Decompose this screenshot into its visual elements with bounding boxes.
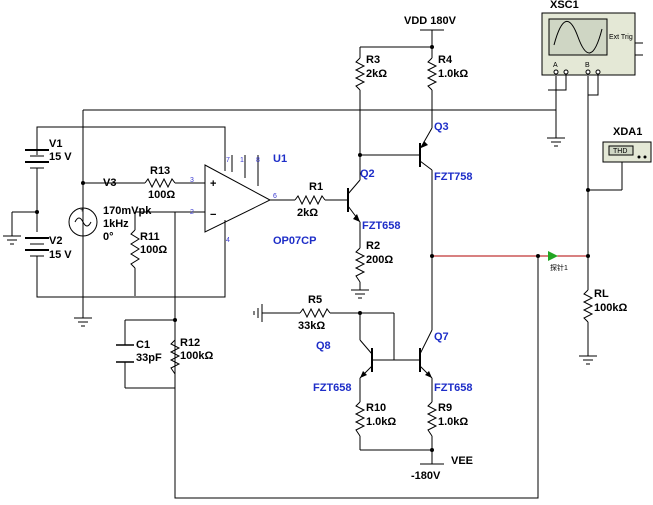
- svg-text:R1: R1: [309, 181, 323, 193]
- svg-text:1.0kΩ: 1.0kΩ: [438, 416, 468, 428]
- svg-text:XDA1: XDA1: [613, 126, 642, 138]
- svg-text:FZT658: FZT658: [434, 382, 473, 394]
- resistor-r3: R3 2kΩ: [354, 54, 387, 91]
- svg-text:RL: RL: [594, 288, 609, 300]
- svg-text:Q2: Q2: [360, 168, 375, 180]
- battery-v2: V2 15 V: [25, 235, 72, 297]
- distortion-analyzer-xda1[interactable]: XDA1 THD: [602, 126, 652, 163]
- svg-text:FZT658: FZT658: [362, 220, 401, 232]
- resistor-r5: R5 33kΩ: [298, 294, 331, 332]
- transistor-q3: Q3 FZT758: [415, 121, 473, 183]
- v3-amplitude: 170mVpk: [103, 205, 152, 217]
- v3-freq: 1kHz: [103, 218, 129, 230]
- opamp-name: U1: [273, 153, 287, 165]
- svg-text:B: B: [585, 62, 590, 69]
- svg-text:4: 4: [226, 237, 230, 244]
- svg-text:−: −: [210, 209, 216, 221]
- v3-name: V3: [103, 177, 116, 189]
- junction-dots: [35, 45, 590, 452]
- svg-text:2kΩ: 2kΩ: [297, 207, 318, 219]
- vee-source: VEE -180V: [411, 455, 473, 482]
- v2-value: 15 V: [49, 249, 72, 261]
- svg-text:Q7: Q7: [434, 331, 449, 343]
- opamp-u1: + − 3 2 7 1 8 4 6 U1 OP07CP: [190, 153, 316, 247]
- svg-text:THD: THD: [613, 148, 627, 155]
- svg-text:R9: R9: [438, 402, 452, 414]
- svg-text:探针1: 探针1: [550, 263, 568, 272]
- resistor-r10: R10 1.0kΩ: [354, 401, 396, 437]
- svg-text:100Ω: 100Ω: [140, 244, 167, 256]
- vee-value: -180V: [411, 470, 441, 482]
- svg-text:A: A: [553, 62, 558, 69]
- vdd-label: VDD 180V: [404, 15, 457, 27]
- svg-text:R5: R5: [308, 294, 322, 306]
- svg-text:+: +: [80, 207, 84, 214]
- capacitor-c1: C1 33pF: [116, 339, 162, 364]
- transistor-q2: Q2 FZT658: [347, 168, 401, 232]
- ground-icon: [351, 289, 369, 299]
- svg-text:+: +: [210, 178, 216, 190]
- svg-text:200Ω: 200Ω: [366, 254, 393, 266]
- svg-text:Q3: Q3: [434, 121, 449, 133]
- svg-text:R13: R13: [150, 165, 170, 177]
- ground-icon: [253, 304, 263, 322]
- wires: [11, 30, 623, 499]
- svg-text:R11: R11: [140, 231, 160, 243]
- vdd-source: VDD 180V: [404, 15, 457, 31]
- resistor-r2: R2 200Ω: [354, 240, 393, 283]
- resistor-r9: R9 1.0kΩ: [426, 401, 468, 437]
- opamp-part: OP07CP: [273, 235, 316, 247]
- v2-name: V2: [49, 235, 62, 247]
- svg-text:Ext Trig: Ext Trig: [609, 34, 633, 41]
- svg-text:XSC1: XSC1: [550, 0, 579, 11]
- svg-text:Q8: Q8: [316, 340, 331, 352]
- transistor-q8: Q8 FZT658: [313, 339, 377, 394]
- svg-text:7: 7: [226, 157, 230, 164]
- svg-text:1: 1: [240, 157, 244, 164]
- svg-text:R4: R4: [438, 54, 453, 66]
- probe-marker[interactable]: 探针1: [548, 251, 568, 272]
- v3-phase: 0°: [103, 231, 114, 243]
- ground-icon: [579, 355, 597, 365]
- svg-text:2: 2: [190, 209, 194, 216]
- svg-text:3: 3: [190, 177, 194, 184]
- svg-text:R12: R12: [180, 337, 200, 349]
- resistor-r13: R13 100Ω: [144, 165, 176, 201]
- vee-label: VEE: [451, 455, 473, 467]
- svg-text:1.0kΩ: 1.0kΩ: [366, 416, 396, 428]
- resistor-rl: RL 100kΩ: [582, 288, 627, 323]
- ac-source-v3: + V3 170mVpk 1kHz 0°: [68, 177, 152, 243]
- resistor-r12: R12 100kΩ: [169, 337, 213, 375]
- oscilloscope-xsc1[interactable]: XSC1 Ext Trig A B: [541, 0, 643, 96]
- svg-text:100Ω: 100Ω: [148, 189, 175, 201]
- ground-icon: [547, 137, 565, 147]
- svg-text:R2: R2: [366, 240, 380, 252]
- svg-text:C1: C1: [136, 339, 150, 351]
- ground-icon: [3, 235, 21, 245]
- svg-text:FZT658: FZT658: [313, 382, 352, 394]
- svg-text:FZT758: FZT758: [434, 171, 473, 183]
- v1-value: 15 V: [49, 151, 72, 163]
- svg-text:33pF: 33pF: [136, 352, 162, 364]
- ground-icon: [74, 317, 92, 327]
- battery-v1: V1 15 V: [25, 127, 72, 212]
- svg-text:R3: R3: [366, 54, 380, 66]
- svg-text:6: 6: [273, 193, 277, 200]
- svg-text:2kΩ: 2kΩ: [366, 68, 387, 80]
- resistor-r1: R1 2kΩ: [294, 181, 326, 219]
- resistor-r11: R11 100Ω: [130, 229, 167, 269]
- svg-text:100kΩ: 100kΩ: [180, 350, 213, 362]
- svg-text:R10: R10: [366, 402, 386, 414]
- svg-text:100kΩ: 100kΩ: [594, 302, 627, 314]
- svg-text:8: 8: [256, 157, 260, 164]
- svg-text:33kΩ: 33kΩ: [298, 320, 325, 332]
- resistor-r4: R4 1.0kΩ: [426, 54, 468, 91]
- transistor-q7: Q7 FZT658: [415, 329, 473, 394]
- v1-name: V1: [49, 138, 62, 150]
- svg-text:1.0kΩ: 1.0kΩ: [438, 68, 468, 80]
